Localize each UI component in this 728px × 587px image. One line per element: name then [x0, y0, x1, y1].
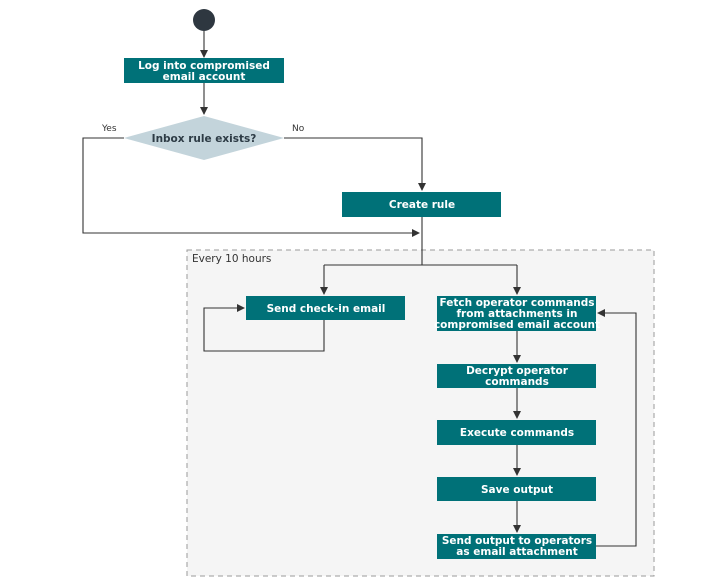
node-send-checkin: Send check-in email: [246, 296, 405, 320]
node-decrypt: Decrypt operator commands: [437, 364, 596, 388]
node-create-rule: Create rule: [342, 192, 501, 217]
node-save-output: Save output: [437, 477, 596, 501]
decision-label: Inbox rule exists?: [152, 133, 257, 145]
edge-no-to-create-rule: [284, 137, 426, 191]
node-send-output-line-2: as email attachment: [456, 546, 577, 558]
node-decrypt-line-1: Decrypt operator: [466, 365, 569, 377]
node-fetch-commands: Fetch operator commands from attachments…: [434, 296, 600, 331]
node-save-output-label: Save output: [481, 484, 553, 496]
node-send-output-line-1: Send output to operators: [442, 535, 592, 547]
node-login: Log into compromised email account: [124, 58, 284, 83]
node-send-output: Send output to operators as email attach…: [437, 534, 596, 559]
node-login-line-2: email account: [163, 71, 246, 83]
no-label: No: [292, 124, 305, 134]
edge-checkin-loop: [203, 304, 325, 352]
node-login-line-1: Log into compromised: [138, 60, 270, 72]
node-execute: Execute commands: [437, 420, 596, 445]
node-create-rule-label: Create rule: [389, 199, 455, 211]
yes-label: Yes: [101, 124, 117, 134]
decision-inbox-rule: Inbox rule exists?: [124, 116, 284, 160]
group-label: Every 10 hours: [192, 253, 271, 265]
start-node: [193, 9, 215, 31]
node-fetch-line-2: from attachments in: [456, 308, 577, 320]
node-fetch-line-1: Fetch operator commands: [439, 297, 594, 309]
node-send-checkin-label: Send check-in email: [267, 303, 386, 315]
edge-send-output-loop: [596, 309, 637, 547]
node-fetch-line-3: compromised email account: [434, 319, 600, 331]
edge-yes-to-merge: [82, 137, 420, 237]
node-decrypt-line-2: commands: [485, 376, 549, 388]
node-execute-label: Execute commands: [460, 427, 574, 439]
